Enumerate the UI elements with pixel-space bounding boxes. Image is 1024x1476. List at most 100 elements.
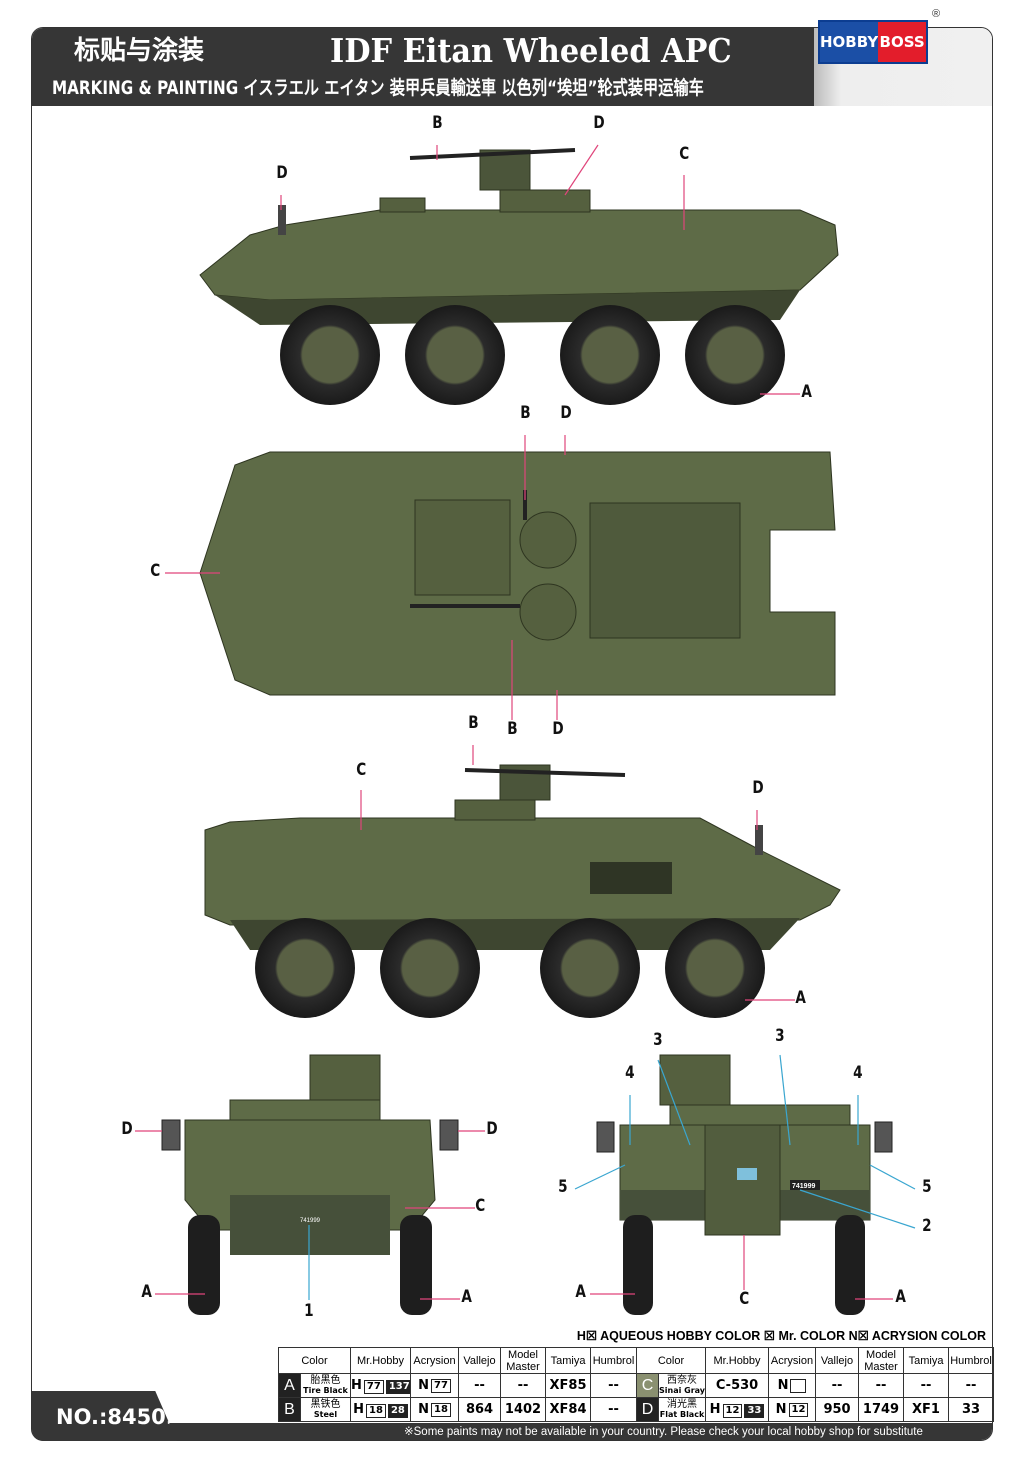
callout-label: A — [801, 382, 812, 402]
mrhobby-code: 137 — [385, 1379, 410, 1394]
page-title: IDF Eitan Wheeled APC — [330, 31, 732, 70]
col-acrysion: Acrysion — [768, 1347, 817, 1374]
color-name-en: Steel — [313, 1409, 338, 1419]
col-mrhobby: Mr.Hobby — [350, 1347, 412, 1374]
callout-label: D — [593, 113, 605, 133]
callout-line — [869, 1164, 916, 1190]
callout-label: 3 — [775, 1026, 785, 1046]
mrhobby-prefix: H — [351, 1377, 362, 1393]
callout-label: 5 — [922, 1177, 932, 1197]
wheel — [255, 918, 355, 1018]
callout-label: 4 — [625, 1063, 635, 1083]
title-cn: 标贴与涂装 — [74, 36, 205, 66]
callout-label: 5 — [558, 1177, 568, 1197]
vallejo-cell: -- — [815, 1373, 860, 1398]
mrhobby-code: 18 — [366, 1403, 386, 1418]
acrysion-code — [790, 1378, 807, 1393]
acrysion-code: 12 — [788, 1402, 809, 1417]
side-view-right — [204, 764, 841, 950]
color-letter: A — [278, 1373, 301, 1398]
tamiya-cell: XF1 — [903, 1397, 950, 1422]
callout-label: A — [461, 1287, 472, 1307]
acrysion-prefix: N — [418, 1378, 429, 1393]
col-mrhobby: Mr.Hobby — [705, 1347, 770, 1374]
acrysion-code: 77 — [431, 1378, 451, 1393]
callout-label: D — [121, 1119, 133, 1139]
callout-label: 4 — [853, 1063, 863, 1083]
callout-label: D — [486, 1119, 498, 1139]
callout-label: D — [560, 403, 572, 423]
logo-left: HOBBY — [820, 22, 879, 62]
callout-label: A — [795, 988, 806, 1008]
callout-label: 3 — [653, 1030, 663, 1050]
front-view: 741999 — [161, 1054, 459, 1315]
mrhobby-prefix: H — [709, 1401, 721, 1417]
color-name-cn: 胎黑色 — [310, 1374, 341, 1386]
mrhobby-code: 28 — [387, 1403, 408, 1418]
mrhobby-cell: C-530 — [705, 1373, 770, 1398]
wheel — [405, 305, 505, 405]
callout-label: B — [507, 719, 518, 739]
callout-label: C — [150, 561, 161, 581]
wheel — [685, 305, 785, 405]
col-model-master: Model Master — [858, 1347, 905, 1374]
tamiya-cell: -- — [903, 1373, 950, 1398]
footer-note: ※Some paints may not be available in you… — [32, 1423, 992, 1440]
top-view — [199, 451, 836, 696]
callout-label: A — [895, 1287, 906, 1307]
model-master-cell: 1749 — [858, 1397, 905, 1422]
col-color: Color — [635, 1347, 707, 1374]
color-name-en: Flat Black — [659, 1409, 705, 1419]
vallejo-cell: -- — [458, 1373, 502, 1398]
col-tamiya: Tamiya — [903, 1347, 950, 1374]
tamiya-cell: XF84 — [545, 1397, 592, 1422]
col-tamiya: Tamiya — [545, 1347, 592, 1374]
tamiya-cell: XF85 — [545, 1373, 592, 1398]
callout-line — [657, 1059, 691, 1146]
color-name-cn: 西奈灰 — [667, 1374, 697, 1386]
color-name-cn: 消光黑 — [667, 1398, 697, 1410]
wheel — [540, 918, 640, 1018]
color-letter: C — [636, 1373, 659, 1398]
col-vallejo: Vallejo — [458, 1347, 502, 1374]
callout-label: D — [552, 719, 564, 739]
callout-label: A — [141, 1282, 152, 1302]
color-letter: B — [278, 1397, 301, 1422]
acrysion-prefix: N — [418, 1402, 429, 1417]
callout-lines — [135, 144, 916, 1300]
humbrol-cell: -- — [590, 1373, 638, 1398]
side-view-left — [199, 148, 839, 325]
callout-label: C — [679, 144, 690, 164]
mrhobby-code: 12 — [722, 1403, 743, 1418]
side-view-right-wheels — [255, 918, 765, 1018]
color-name-en: Tire Black — [303, 1385, 348, 1395]
callout-line — [779, 1054, 791, 1146]
instruction-sheet: 标贴与涂装 IDF Eitan Wheeled APC MARKING & PA… — [31, 27, 993, 1441]
acrysion-prefix: N — [775, 1402, 787, 1417]
model-master-cell: -- — [858, 1373, 905, 1398]
callout-label: B — [520, 403, 531, 423]
callout-line — [564, 144, 599, 196]
callout-label: C — [475, 1196, 486, 1216]
col-acrysion: Acrysion — [410, 1347, 460, 1374]
callout-label: B — [468, 713, 479, 733]
callout-line — [574, 1164, 626, 1190]
side-view-left-wheels — [280, 305, 785, 405]
subtitle: MARKING & PAINTING イスラエル エイタン 装甲兵員輸送車 以色… — [52, 77, 704, 99]
acrysion-code: 18 — [431, 1402, 451, 1417]
vallejo-cell: 864 — [458, 1397, 502, 1422]
color-name-en: Sinai Gray — [659, 1385, 706, 1395]
callout-label: 1 — [304, 1301, 314, 1321]
color-legend: H☒ AQUEOUS HOBBY COLOR ☒ Mr. COLOR N☒ AC… — [576, 1329, 986, 1343]
color-letter: D — [636, 1397, 659, 1422]
